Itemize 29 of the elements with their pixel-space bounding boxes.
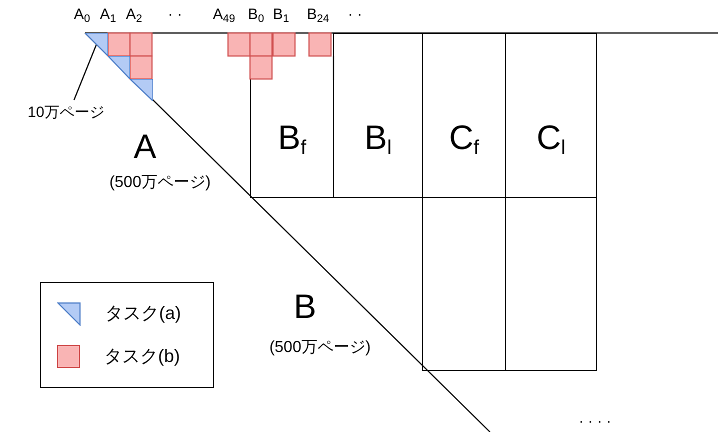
matrix-block xyxy=(333,33,423,198)
axis-label: · · xyxy=(346,7,364,22)
task-triangle xyxy=(85,33,108,56)
axis-label: · · · · xyxy=(578,414,612,429)
task-triangle xyxy=(130,79,153,101)
axis-label: A$_{49}$ xyxy=(212,7,236,22)
leader-line xyxy=(73,42,98,100)
legend-label: タスク(b) xyxy=(104,345,180,368)
block-label: B$_{f}$ xyxy=(278,121,306,155)
block-label: B$_{l}$ xyxy=(364,120,392,154)
axis-label: (500万ページ) xyxy=(268,340,372,356)
block-label: C$_{f}$ xyxy=(448,120,480,154)
annotation-text: 10万ページ xyxy=(6,102,126,122)
axis-label: B xyxy=(292,290,318,324)
axis-label: B$_{0}$ xyxy=(246,7,266,22)
axis-label: A$_{1}$ xyxy=(98,7,118,22)
axis-label: A$_{2}$ xyxy=(124,7,144,22)
axis-label: B$_{24}$ xyxy=(306,7,330,22)
axis-label: (500万ページ) xyxy=(108,175,212,191)
axis-label: A xyxy=(132,130,158,164)
task-triangle xyxy=(108,56,130,79)
matrix-block xyxy=(422,197,506,371)
legend-label: タスク(a) xyxy=(105,302,181,325)
axis-label: B$_{1}$ xyxy=(272,7,290,22)
matrix-block xyxy=(505,33,597,198)
axis-label: A$_{0}$ xyxy=(72,7,92,22)
block-label: C$_{l}$ xyxy=(536,120,566,154)
axis-label: · · xyxy=(166,7,184,22)
matrix-block xyxy=(505,197,597,371)
